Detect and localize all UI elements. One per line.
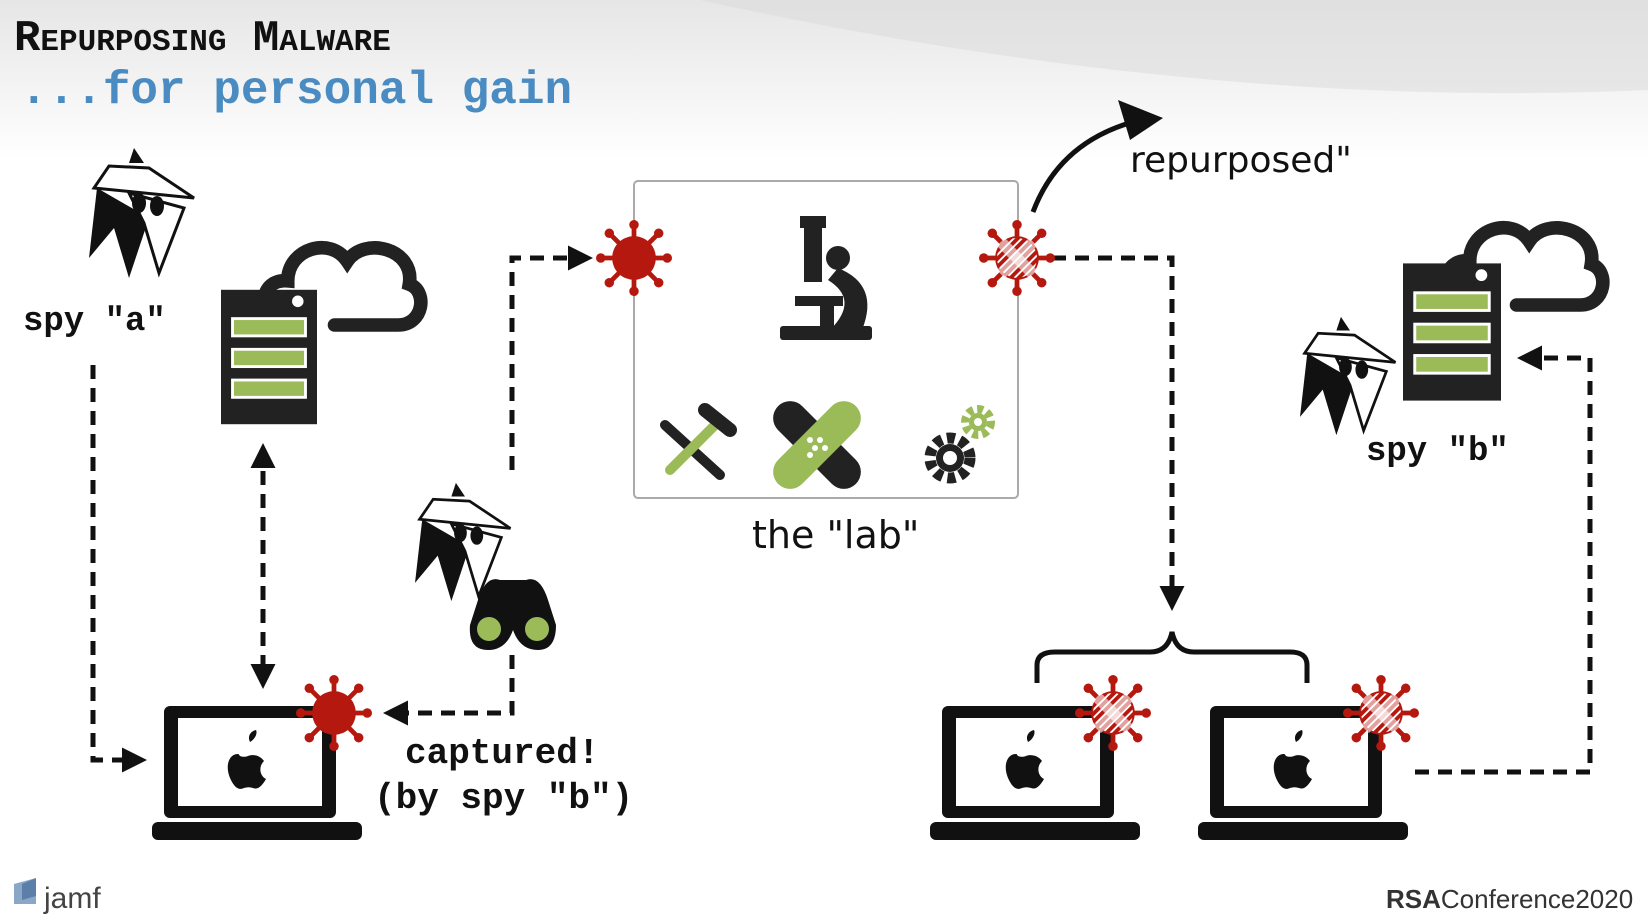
patched-virus-icon xyxy=(1343,675,1419,751)
spy-a-label: spy "a" xyxy=(23,303,166,341)
virus-icon xyxy=(596,220,672,296)
slide-subtitle: ...for personal gain xyxy=(20,65,572,117)
server-icon xyxy=(221,288,317,426)
header-swoosh xyxy=(700,0,1648,94)
flow-arrows xyxy=(90,245,1593,775)
captured-label: captured! xyxy=(405,733,599,774)
gears-icon xyxy=(924,405,995,484)
lab-label: the "lab" xyxy=(752,513,919,557)
targets-brace xyxy=(1034,631,1310,683)
virus-icon xyxy=(296,675,372,751)
rsa-conference-logo: RSAConference2020 xyxy=(1386,884,1633,914)
microscope-icon xyxy=(780,216,872,340)
bandage-icon xyxy=(773,401,861,489)
repurposed-label: repurposed" xyxy=(1130,140,1352,181)
captured-by-label: (by spy "b") xyxy=(374,778,633,819)
arrow-spy-a-to-laptop xyxy=(90,365,147,773)
arrow-to-spy-b xyxy=(1415,345,1593,775)
arrow-to-lab xyxy=(509,245,593,470)
patched-virus-icon xyxy=(1075,675,1151,751)
svg-text:RSAConference2020: RSAConference2020 xyxy=(1386,884,1633,914)
tools-icon xyxy=(660,403,737,480)
repurposed-arrowhead xyxy=(1118,100,1163,140)
svg-text:jamf: jamf xyxy=(43,882,101,915)
spy-icon xyxy=(89,147,196,279)
binoculars-icon xyxy=(469,579,556,650)
slide-title: Repurposing Malware xyxy=(14,14,391,64)
patched-virus-icon xyxy=(979,220,1055,296)
repurposed-arrow xyxy=(1030,117,1141,213)
arrow-capture xyxy=(383,655,515,726)
jamf-logo: jamf xyxy=(14,878,101,915)
server-icon xyxy=(1403,262,1501,402)
arrow-deploy xyxy=(1052,255,1185,611)
spy-b-label: spy "b" xyxy=(1366,433,1509,471)
spy-icon xyxy=(1300,315,1398,437)
